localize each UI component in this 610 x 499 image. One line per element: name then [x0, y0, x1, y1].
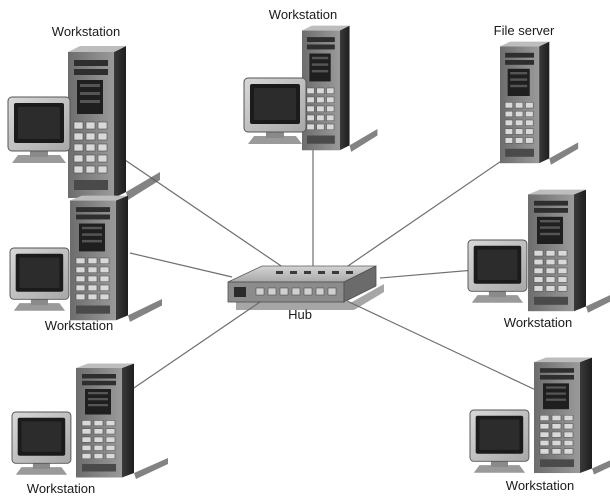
tower-icon [67, 45, 161, 201]
label-file-server: File server [493, 23, 555, 38]
tower-icon [533, 357, 610, 476]
link-ws-mid-left [129, 252, 233, 278]
link-ws-top-left [124, 159, 291, 273]
label-ws-mid-left: Workstation [44, 318, 114, 333]
workstation-top-left [7, 45, 161, 201]
connection-lines [124, 140, 541, 393]
file-server [499, 41, 579, 166]
monitor-icon [469, 409, 530, 474]
label-ws-bottom-left: Workstation [26, 481, 96, 496]
monitor-icon [7, 96, 71, 164]
workstation-top-center [243, 25, 378, 153]
label-ws-top-center: Workstation [268, 7, 338, 22]
label-ws-bottom-right: Workstation [505, 478, 575, 493]
monitor-icon [9, 247, 70, 312]
tower-icon [75, 363, 169, 480]
tower-icon [69, 195, 163, 323]
link-ws-bottom-right [344, 299, 541, 393]
workstation-mid-left [9, 195, 163, 323]
monitor-icon [467, 239, 528, 304]
server-tower-icon [499, 41, 579, 166]
hub-device [227, 265, 384, 310]
link-file-server [344, 154, 511, 269]
tower-icon [301, 25, 378, 153]
workstation-bottom-right [469, 357, 610, 476]
label-ws-top-left: Workstation [51, 24, 121, 39]
tower-icon [527, 189, 610, 314]
label-hub: Hub [288, 307, 312, 322]
monitor-icon [243, 77, 307, 145]
monitor-icon [11, 411, 72, 476]
label-ws-mid-right: Workstation [503, 315, 573, 330]
workstation-mid-right [467, 189, 610, 314]
link-ws-bottom-left [127, 301, 261, 393]
